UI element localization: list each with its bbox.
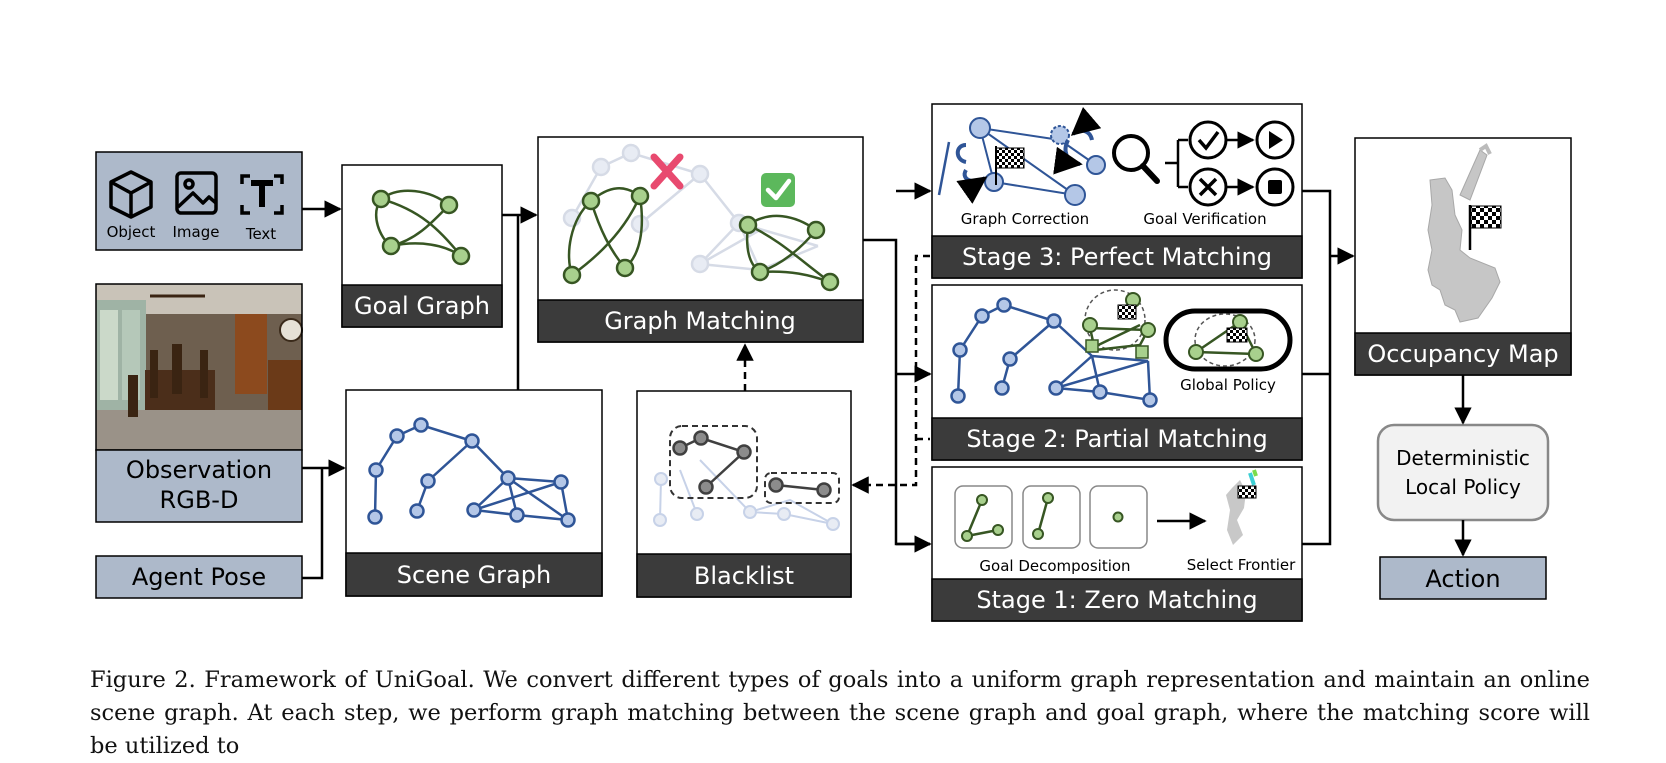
action-box: Action [1379, 556, 1547, 600]
faded-scene-graph [562, 143, 819, 274]
framework-diagram: Object Image Text Observation RGB-D [95, 103, 1572, 622]
image-label: Image [173, 223, 220, 241]
agent-pose-box: Agent Pose [95, 555, 303, 599]
blacklist-region-1 [669, 425, 758, 499]
cube-icon [109, 170, 153, 219]
scene-graph-drawing [367, 417, 576, 528]
flag-icon [995, 147, 1025, 169]
scene-graph-label: Scene Graph [397, 561, 551, 589]
goal-decomposition-graphic [954, 485, 1207, 549]
successful-match-graph [738, 214, 840, 292]
global-policy-graphic [1163, 308, 1293, 372]
observation-label-line2: RGB-D [160, 486, 239, 514]
goal-input-box: Object Image Text [95, 151, 303, 251]
matched-goal-subgraph [1082, 289, 1156, 359]
observation-label-line1: Observation [126, 456, 272, 484]
global-policy-label: Global Policy [1180, 376, 1276, 394]
occupancy-map-drawing [1427, 143, 1501, 323]
magnifier-icon [1112, 134, 1160, 184]
local-policy-label-line1: Deterministic [1396, 446, 1530, 470]
occupancy-map-label: Occupancy Map [1367, 340, 1558, 368]
goal-graph-label: Goal Graph [354, 292, 490, 320]
figure-caption: Figure 2. Framework of UniGoal. We conve… [90, 667, 1590, 759]
goal-graph-drawing [371, 189, 471, 266]
blacklist-region-2 [764, 472, 840, 504]
stage3-box: Graph Correction Goal Verification Stage… [931, 103, 1303, 279]
goal-graph-box: Goal Graph [341, 164, 503, 328]
scene-graph-box: Scene Graph [345, 389, 603, 597]
failed-match-graph [562, 186, 650, 285]
local-policy-label-line2: Local Policy [1405, 475, 1521, 499]
room-photo [96, 284, 303, 450]
stage1-box: Goal Decomposition Select Frontier Stage… [931, 466, 1303, 622]
observation-box: Observation RGB-D [95, 283, 303, 523]
text-icon [240, 174, 284, 215]
stop-icon [1255, 167, 1295, 207]
graph-matching-box: Graph Matching [537, 136, 864, 343]
blacklisted-subgraphs [672, 430, 832, 498]
object-label: Object [107, 223, 156, 241]
cross-icon [650, 153, 684, 190]
blacklist-box: Blacklist [636, 390, 852, 598]
goal-decomposition-label: Goal Decomposition [979, 557, 1130, 575]
play-icon [1255, 120, 1295, 160]
stage2-title: Stage 2: Partial Matching [966, 425, 1267, 453]
connectors [302, 182, 1472, 580]
partial-scene-graph [950, 297, 1158, 408]
faded-blacklist-graph [653, 459, 840, 531]
goal-verification-label: Goal Verification [1143, 210, 1266, 228]
image-icon [175, 171, 218, 215]
flag-icon [1468, 205, 1502, 250]
stage3-title: Stage 3: Perfect Matching [962, 243, 1272, 271]
graph-matching-label: Graph Matching [604, 307, 796, 335]
flag-icon [1226, 327, 1248, 343]
agent-pose-label: Agent Pose [132, 563, 266, 591]
select-frontier-label: Select Frontier [1187, 556, 1296, 574]
frontier-map-graphic [1226, 469, 1258, 545]
graph-correction-drawing [937, 106, 1106, 205]
flag-icon [1237, 485, 1257, 499]
check-icon [761, 173, 795, 207]
local-policy-box: Deterministic Local Policy [1376, 423, 1550, 522]
text-label: Text [245, 225, 276, 243]
blacklist-label: Blacklist [694, 562, 794, 590]
x-circle-icon [1188, 167, 1228, 207]
stage1-title: Stage 1: Zero Matching [976, 586, 1257, 614]
flag-icon [1117, 304, 1137, 320]
action-label: Action [1425, 565, 1500, 593]
stage2-box: Global Policy Stage 2: Partial Matching [931, 284, 1303, 461]
graph-correction-label: Graph Correction [961, 210, 1089, 228]
check-circle-icon [1188, 120, 1228, 160]
occupancy-map-box: Occupancy Map [1354, 137, 1572, 376]
